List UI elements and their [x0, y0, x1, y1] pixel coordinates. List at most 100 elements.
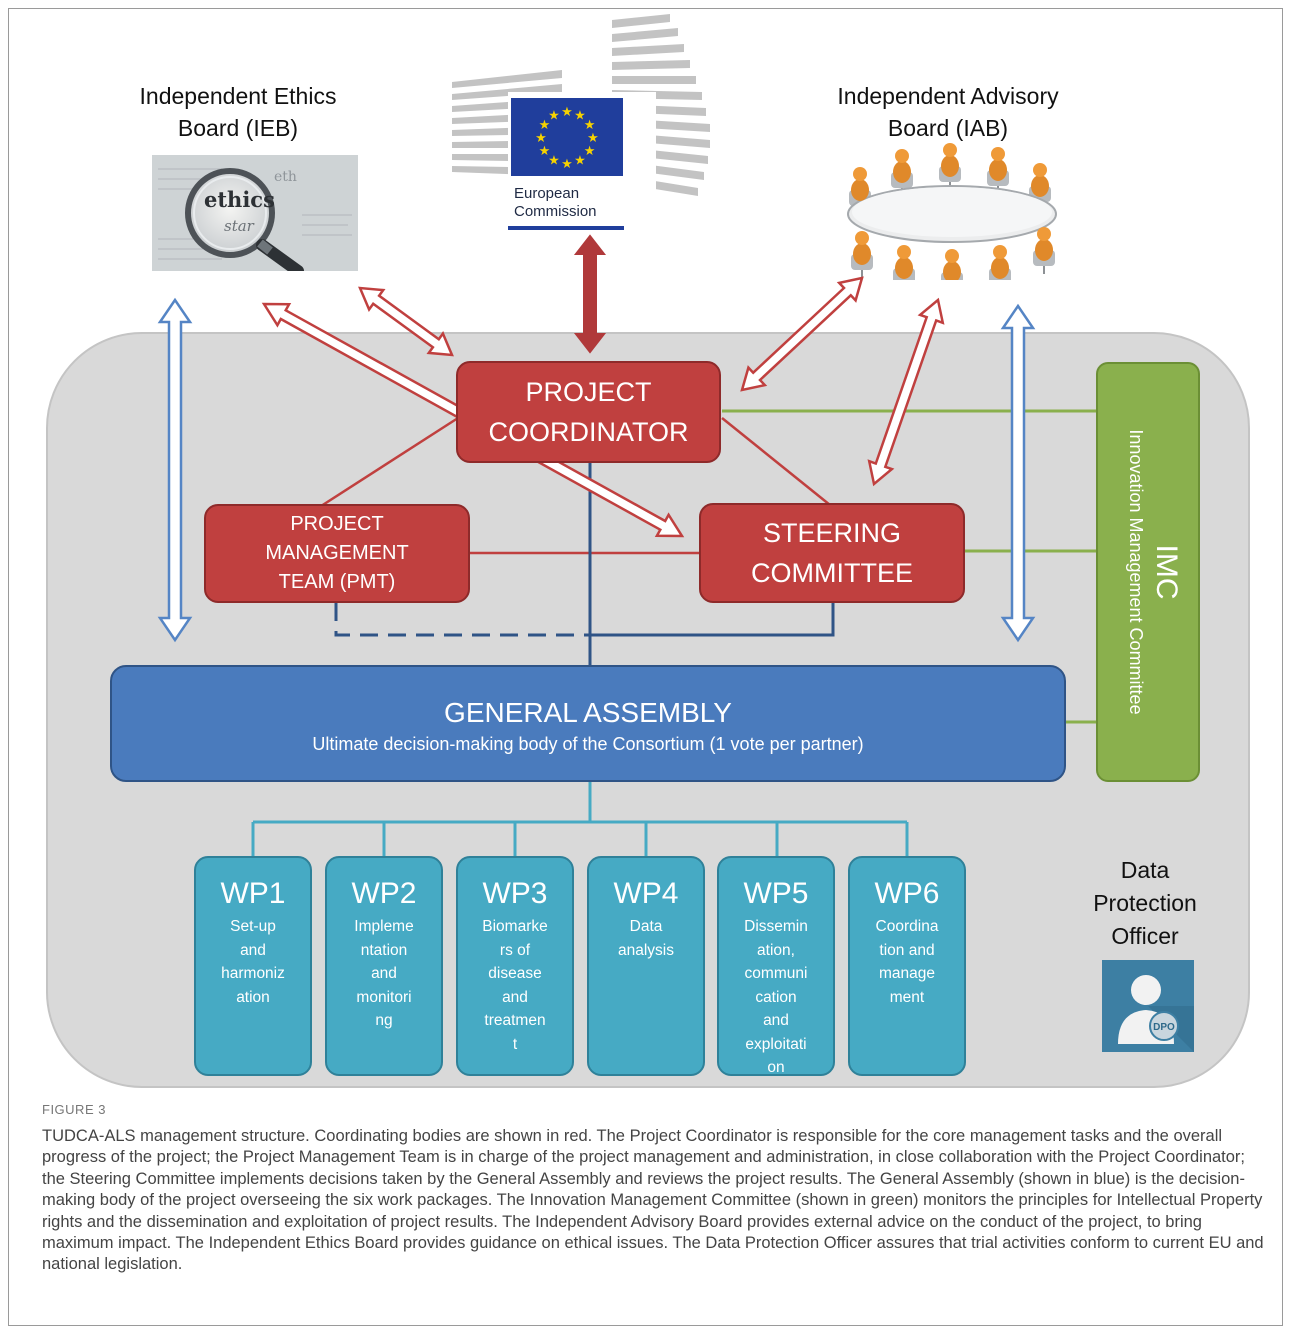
- dpo-badge-text: DPO: [1153, 1022, 1175, 1033]
- work-package-description-line: ng: [375, 1012, 393, 1029]
- eu-star-icon: ★: [535, 131, 547, 146]
- project-management-team-box: PROJECT MANAGEMENT TEAM (PMT): [204, 504, 470, 603]
- work-package-description-line: on: [767, 1059, 785, 1076]
- work-package-description-line: and: [240, 941, 266, 959]
- ethics-magnifier-image: eth ethics star: [152, 155, 358, 271]
- iab-consortium-double-arrow-icon: [1000, 303, 1036, 643]
- person-head-icon: [943, 143, 957, 157]
- person-body-icon: [991, 257, 1009, 279]
- work-package-description-line: and: [371, 965, 397, 982]
- ec-label-line1: European: [514, 185, 579, 202]
- person-body-icon: [989, 159, 1007, 181]
- work-package-description-line: communi: [744, 965, 808, 982]
- eu-star-icon: ★: [574, 154, 586, 169]
- work-package-description-line: monitori: [356, 988, 412, 1006]
- eu-star-icon: ★: [539, 118, 551, 133]
- work-package-title: WP4: [613, 877, 679, 910]
- work-package-description-line: and: [502, 988, 528, 1006]
- work-package-title: WP6: [874, 877, 940, 910]
- imc-rotated-label: IMC Innovation Management Committee: [1124, 429, 1184, 714]
- person-body-icon: [1035, 239, 1053, 261]
- ethics-image-word-3: star: [224, 217, 255, 235]
- person-body-icon: [895, 257, 913, 279]
- person-body-icon: [893, 161, 911, 183]
- person-body-icon: [943, 261, 961, 280]
- person-head-icon: [993, 245, 1007, 259]
- work-package-description-line: ation: [236, 988, 270, 1006]
- steering-line2: COMMITTEE: [751, 558, 913, 588]
- european-commission-logo: ★★★★★★★★★★★★ European Commission: [452, 14, 710, 230]
- person-head-icon: [991, 147, 1005, 161]
- steering-committee-box: STEERING COMMITTEE: [699, 503, 965, 603]
- person-body-icon: [851, 179, 869, 201]
- figure-caption: TUDCA-ALS management structure. Coordina…: [42, 1127, 1264, 1274]
- work-package-description-line: ntation: [360, 941, 408, 959]
- work-package-description-line: rs of: [499, 941, 531, 959]
- work-package-title: WP3: [482, 877, 548, 910]
- pmt-line2: MANAGEMENT: [265, 542, 409, 564]
- eu-star-icon: ★: [548, 108, 560, 123]
- eu-star-icon: ★: [561, 157, 573, 172]
- person-body-icon: [853, 243, 871, 265]
- figure-label: FIGURE 3: [42, 1102, 106, 1117]
- ethics-image-word-2: ethics: [204, 187, 275, 212]
- ec-label-line2: Commission: [514, 203, 597, 220]
- person-head-icon: [945, 249, 959, 263]
- work-package-title: WP2: [351, 877, 417, 910]
- work-package-description-line: t: [512, 1035, 518, 1053]
- person-head-icon: [1033, 163, 1047, 177]
- work-package-description-line: Coordina: [875, 918, 939, 935]
- person-head-icon: [855, 231, 869, 245]
- person-head-icon: [853, 167, 867, 181]
- imc-subtitle: Innovation Management Committee: [1126, 429, 1146, 715]
- eu-star-icon: ★: [548, 154, 560, 169]
- steering-line1: STEERING: [762, 518, 902, 548]
- advisory-board-meeting-image: [847, 143, 1057, 280]
- eu-star-icon: ★: [574, 108, 586, 123]
- pmt-line3: TEAM (PMT): [278, 571, 396, 593]
- work-package-description-line: Dissemin: [744, 918, 808, 935]
- work-package-description-line: cation: [755, 988, 797, 1006]
- general-assembly-box: GENERAL ASSEMBLY Ultimate decision-makin…: [110, 665, 1066, 782]
- dpo-label: Data Protection Officer: [1093, 857, 1197, 949]
- person-head-icon: [897, 245, 911, 259]
- work-package-description-line: disease: [488, 965, 542, 982]
- ieb-consortium-double-arrow-icon: [157, 297, 193, 643]
- ethics-image-word-1: eth: [274, 169, 297, 185]
- person-head-icon: [895, 149, 909, 163]
- work-package-description-line: exploitati: [745, 1035, 807, 1053]
- work-package-description-line: analysis: [618, 941, 674, 959]
- iab-coordinator-double-arrow-icon: [740, 276, 864, 392]
- work-package-title: WP1: [220, 877, 286, 910]
- pmt-line1: PROJECT: [290, 513, 384, 535]
- work-package-description-line: ation,: [757, 941, 795, 959]
- ec-coordinator-double-arrow-icon: [573, 234, 607, 354]
- work-package-description-line: ment: [889, 988, 925, 1006]
- eu-star-icon: ★: [584, 144, 596, 159]
- work-package-description-line: Biomarke: [482, 918, 548, 935]
- general-assembly-title: GENERAL ASSEMBLY: [444, 697, 732, 728]
- work-package-description-line: Set-up: [230, 918, 276, 935]
- project-coordinator-box: PROJECT COORDINATOR: [456, 361, 721, 463]
- iab-steering-double-arrow-icon: [867, 297, 945, 487]
- person-head-icon: [1037, 227, 1051, 241]
- project-coordinator-line1: PROJECT: [525, 377, 652, 407]
- work-package-description-line: tion and: [879, 941, 935, 959]
- iab-label: Independent Advisory Board (IAB): [837, 83, 1059, 141]
- ieb-coordinator-double-arrow-icon: [358, 286, 454, 357]
- work-package-description-line: harmoniz: [221, 965, 285, 982]
- dpo-icon: DPO: [1102, 960, 1194, 1052]
- work-package-description-line: treatmen: [484, 1012, 546, 1029]
- work-package-title: WP5: [743, 877, 809, 910]
- work-package-description-line: and: [763, 1012, 789, 1029]
- imc-box: [1096, 362, 1200, 782]
- project-coordinator-line2: COORDINATOR: [488, 417, 689, 447]
- person-body-icon: [1031, 175, 1049, 197]
- work-package-description-line: Data: [629, 918, 663, 935]
- work-package-description-line: manage: [878, 965, 935, 982]
